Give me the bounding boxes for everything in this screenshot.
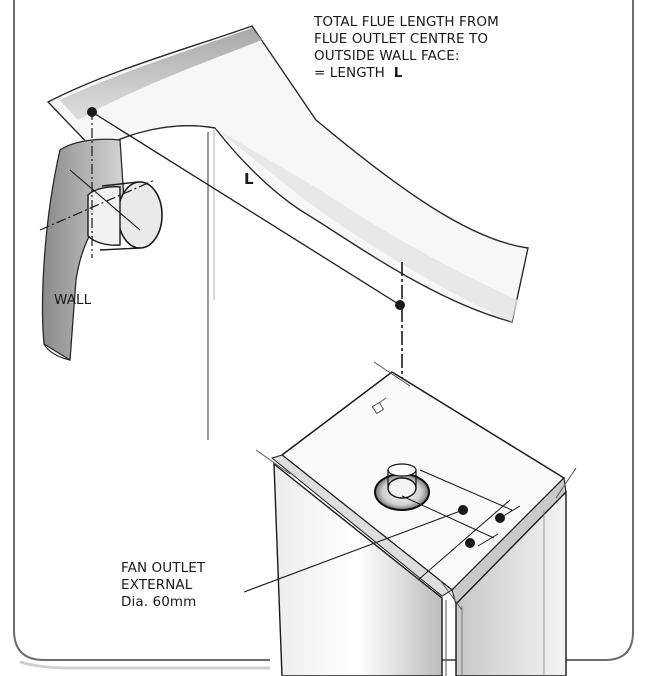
fan-outlet-note: FAN OUTLET EXTERNAL Dia. 60mm — [121, 560, 321, 611]
flue-terminal — [117, 181, 163, 249]
note-length-symbol: L — [393, 65, 403, 81]
boiler-front — [273, 462, 443, 676]
note-line-4: = LENGTH L — [314, 65, 634, 82]
fan-outlet-leader — [243, 509, 464, 593]
length-line — [91, 111, 401, 306]
page-frame-shadow — [19, 660, 270, 670]
note-line-1: TOTAL FLUE LENGTH FROM — [314, 14, 499, 30]
wall-point — [87, 107, 97, 117]
length-label: L — [244, 170, 254, 188]
flue-length-note: TOTAL FLUE LENGTH FROM FLUE OUTLET CENTR… — [314, 14, 634, 82]
note-line-3: OUTSIDE WALL FACE: — [314, 48, 460, 64]
fan-line-2: EXTERNAL — [121, 577, 193, 593]
wall-label: WALL — [54, 292, 92, 308]
note-line-2: FLUE OUTLET CENTRE TO — [314, 31, 489, 47]
fan-line-1: FAN OUTLET — [121, 560, 206, 576]
fan-line-3: Dia. 60mm — [121, 594, 197, 610]
flue-point — [395, 300, 405, 310]
page-frame — [13, 0, 634, 661]
note-line-4-prefix: = LENGTH — [314, 65, 385, 81]
boiler-side — [455, 490, 567, 676]
